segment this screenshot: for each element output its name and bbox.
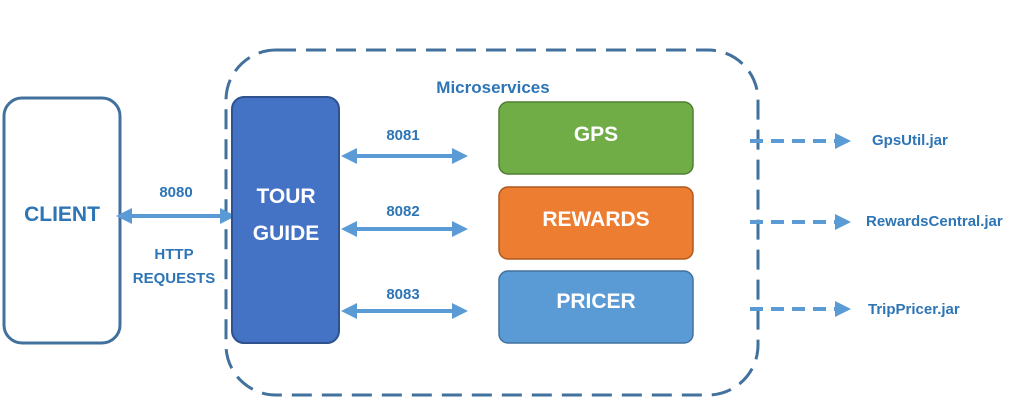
rewards-port-label: 8082 — [386, 203, 419, 220]
pricer-service-label: PRICER — [556, 290, 635, 313]
client-port-label: 8080 — [159, 184, 192, 201]
rewards-service-box — [498, 186, 694, 260]
rewards-service-label: REWARDS — [542, 208, 649, 231]
gps-port-label: 8081 — [386, 127, 419, 144]
gps-service-label: GPS — [574, 123, 618, 146]
pricer-jar-label: TripPricer.jar — [868, 301, 960, 318]
microservices-title: Microservices — [436, 78, 549, 97]
tour-guide-box — [231, 96, 340, 344]
http-requests-line2: REQUESTS — [133, 270, 216, 287]
gps-jar-label: GpsUtil.jar — [872, 132, 948, 149]
rewards-jar-label: RewardsCentral.jar — [866, 213, 1003, 230]
gps-service-box — [498, 101, 694, 175]
pricer-port-label: 8083 — [386, 286, 419, 303]
http-requests-line1: HTTP — [154, 246, 193, 263]
client-label: CLIENT — [24, 203, 100, 226]
tour-guide-line1: TOUR — [256, 185, 315, 208]
tour-guide-line2: GUIDE — [253, 222, 320, 245]
pricer-service-box — [498, 270, 694, 344]
